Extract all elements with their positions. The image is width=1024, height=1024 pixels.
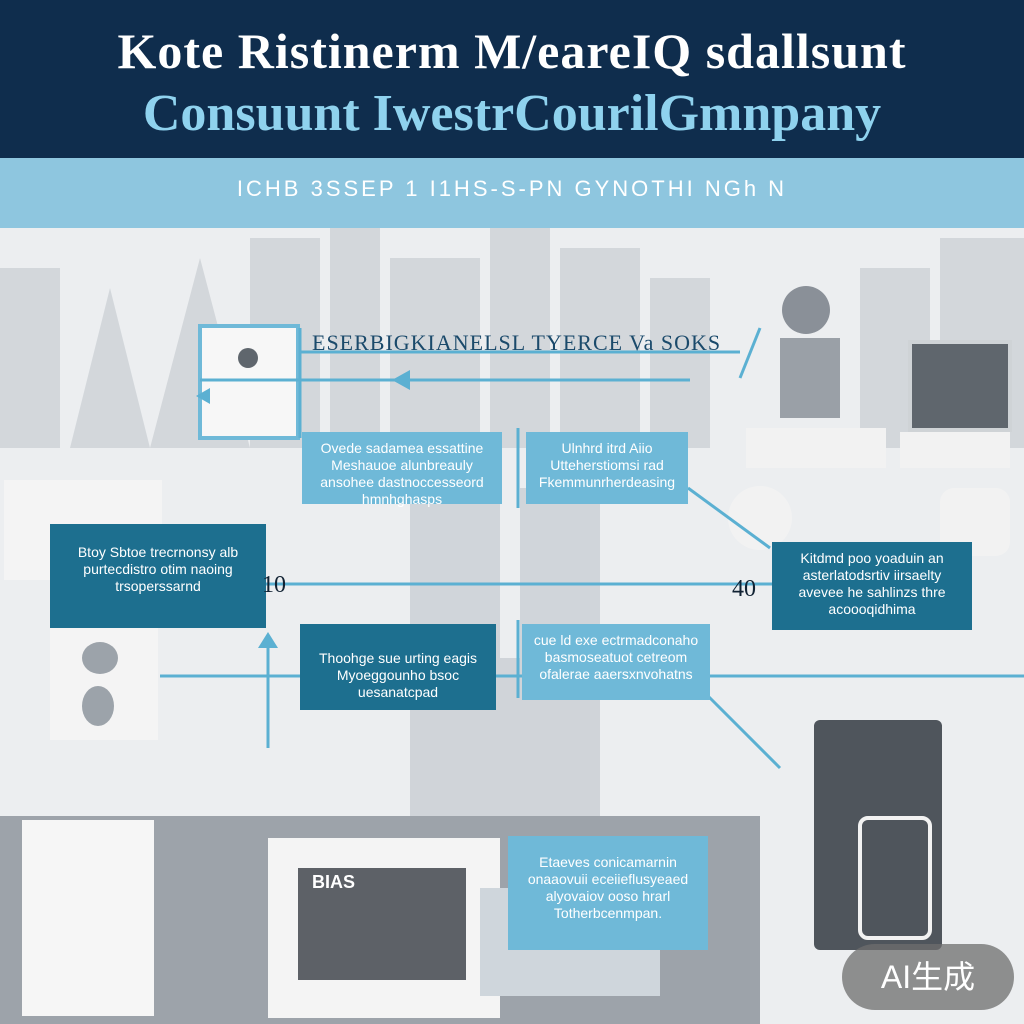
diagram-box-mid-left: Thoohge sue urting eagis Myoeggounho bso…	[300, 624, 496, 710]
arrow-top-left	[196, 388, 210, 404]
person-figure	[782, 286, 830, 334]
subtitle-band-text: ICHB 3SSEP 1 I1HS-S-PN GYNOTHI NGh N	[236, 176, 788, 201]
diagram-box-right: Kitdmd poo yoaduin an asterlatodsrtiv ii…	[772, 542, 972, 630]
subtitle-band	[0, 158, 1024, 228]
monitor	[908, 340, 1012, 432]
number-left: 10	[262, 572, 286, 598]
diagram-box-top-left: Ovede sadamea essattine Meshauoe alunbre…	[302, 432, 502, 507]
diagram-box-top-right: Ulnhrd itrd Aiio Utteherstiomsi rad Fkem…	[526, 432, 688, 504]
diagram-box-bottom: Etaeves conicamarnin onaaovuii eceiieflu…	[508, 836, 708, 950]
title-line-2: Consuunt IwestrCourilGmnpany	[142, 85, 882, 142]
number-right: 40	[732, 576, 756, 602]
ai-generated-badge: AI生成	[842, 944, 1014, 1010]
arrow-left	[392, 370, 410, 390]
diagram-top-label: ESERBIGKIANELSL TYERCE Va SOKS	[312, 330, 722, 355]
title-line-1: Kote Ristinerm M/eareIQ sdallsunt	[117, 23, 907, 79]
document-top	[198, 324, 300, 440]
diagram-box-left: Btoy Sbtoe trecrnonsy alb purtecdistro o…	[50, 524, 266, 628]
arrow-up	[258, 632, 278, 648]
diagram-box-mid-right: cue ld exe ectrmadconaho basmoseatuot ce…	[522, 624, 710, 700]
server-cabinet	[814, 720, 942, 950]
screen-label: BIAS	[312, 872, 356, 892]
header-banner	[0, 0, 1024, 158]
